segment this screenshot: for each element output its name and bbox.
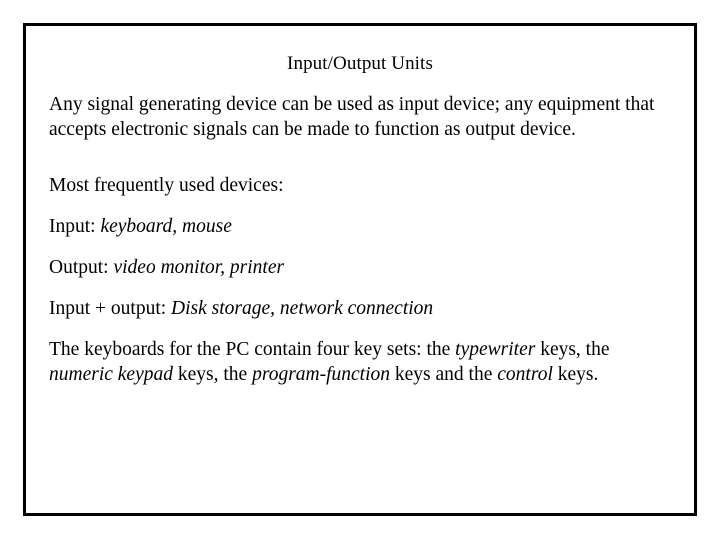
plain-text: Any signal generating device can be used… bbox=[49, 94, 655, 140]
paragraph-output-devices: Output: video monitor, printer bbox=[49, 255, 661, 280]
plain-text: keys, the bbox=[535, 339, 610, 360]
plain-text: keys, the bbox=[173, 364, 253, 385]
emphasis-text: video monitor, printer bbox=[113, 257, 285, 278]
plain-text: keys and the bbox=[390, 364, 498, 385]
emphasis-text: program-function bbox=[252, 364, 391, 385]
paragraph-input-devices: Input: keyboard, mouse bbox=[49, 214, 661, 239]
plain-text: Input: bbox=[49, 216, 101, 237]
paragraph-most-frequently-used: Most frequently used devices: bbox=[49, 173, 661, 198]
emphasis-text: control bbox=[497, 364, 553, 385]
plain-text: keys. bbox=[552, 364, 599, 385]
slide-title: Input/Output Units bbox=[287, 53, 433, 74]
paragraph-intro: Any signal generating device can be used… bbox=[49, 92, 661, 142]
emphasis-text: numeric keypad bbox=[49, 364, 173, 385]
plain-text: Output: bbox=[49, 257, 114, 278]
slide-content: Input/Output Units Any signal generating… bbox=[26, 26, 694, 513]
paragraph-input-output-devices: Input + output: Disk storage, network co… bbox=[49, 296, 661, 321]
slide-border-frame: Input/Output Units Any signal generating… bbox=[23, 23, 697, 516]
plain-text: Input + output: bbox=[49, 298, 172, 319]
plain-text: Most frequently used devices: bbox=[49, 175, 284, 196]
emphasis-text: Disk storage, network connection bbox=[171, 298, 434, 319]
emphasis-text: typewriter bbox=[455, 339, 536, 360]
emphasis-text: keyboard, mouse bbox=[100, 216, 232, 237]
plain-text: The keyboards for the PC contain four ke… bbox=[49, 339, 456, 360]
paragraph-keyboard-key-sets: The keyboards for the PC contain four ke… bbox=[49, 337, 661, 387]
